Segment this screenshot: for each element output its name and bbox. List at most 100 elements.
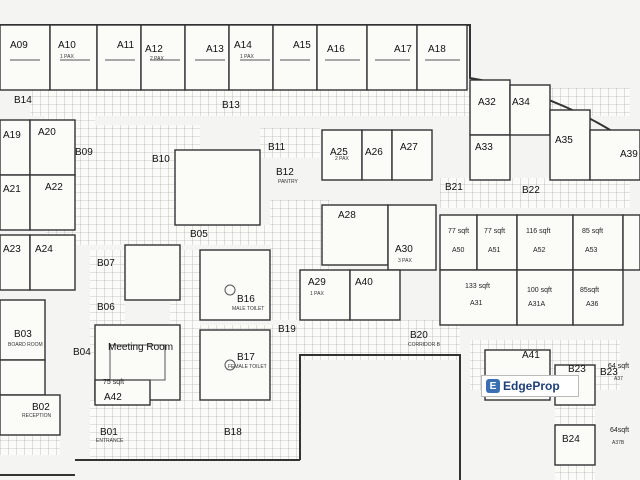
right-office-labels: A32 A33 A34 A35 A39 (475, 97, 638, 160)
a37-label: A37 (614, 376, 623, 382)
boardroom-label: BOARD ROOM (8, 342, 43, 348)
furniture-lines (10, 59, 460, 381)
room-label: A40 (355, 277, 373, 288)
unit-area: 85sqft (580, 287, 599, 294)
room-label: A29 (308, 277, 326, 288)
room-label: A23 (3, 244, 21, 255)
unit-area: 77 sqft (484, 228, 505, 235)
pax-notes: 1 PAX 2 PAX 1 PAX 2 PAX 3 PAX 1 PAX (60, 54, 412, 297)
middle-offices (299, 129, 437, 321)
top-offices (0, 24, 468, 91)
edgeprop-logo: E EdgeProp (481, 375, 579, 397)
a37-area: 64 sqft (608, 363, 629, 370)
a42-area: 75 sqft (103, 379, 124, 386)
a42-label: A42 (104, 392, 122, 403)
pax-note: 3 PAX (398, 258, 412, 264)
pax-note: 1 PAX (60, 54, 74, 60)
room-label: A33 (475, 142, 493, 153)
corridor-label: B23 (568, 364, 586, 375)
top-office-labels: A09 A10 A11 A12 A13 A14 A15 A16 A17 A18 (10, 40, 446, 55)
unit-labels: 77 sqft A50 77 sqft A51 116 sqft A52 85 … (448, 228, 618, 378)
pax-note: 1 PAX (310, 291, 324, 297)
room-label: A13 (206, 44, 224, 55)
unit-name: A53 (585, 247, 598, 254)
room-label: A28 (338, 210, 356, 221)
corridor-label: B19 (278, 324, 296, 335)
middle-office-labels: A25 A26 A27 A28 A29 A30 A40 (308, 142, 418, 288)
room-label: A12 (145, 44, 163, 55)
room-label: A17 (394, 44, 412, 55)
corridor-label: B12 (276, 167, 294, 178)
b23-label: B23 (600, 367, 618, 378)
room-label: A11 (117, 40, 134, 51)
corridor-label: B01 (100, 427, 118, 438)
a37b-label: A37B (612, 440, 625, 446)
unit-name: A51 (488, 247, 501, 254)
corridor-b-label: CORRIDOR B (408, 342, 441, 348)
unit-area: 133 sqft (465, 283, 490, 290)
female-toilet-label: FEMALE TOILET (228, 364, 267, 370)
corridor-label: B24 (562, 434, 580, 445)
reception-label: RECEPTION (22, 413, 52, 419)
room-label: A26 (365, 147, 383, 158)
right-offices (469, 79, 640, 181)
corridor-label: B09 (75, 147, 93, 158)
room-label: A27 (400, 142, 418, 153)
corridor-label: B04 (73, 347, 91, 358)
unit-name: A50 (452, 247, 465, 254)
corridor-label: B03 (14, 329, 32, 340)
corridor-label: B20 (410, 330, 428, 341)
corridor-label: B02 (32, 402, 50, 413)
unit-name: A52 (533, 247, 546, 254)
a37b-area: 64sqft (610, 427, 629, 434)
room-label: A25 (330, 147, 348, 158)
b05-label: B05 (190, 229, 208, 240)
room-label: A14 (234, 40, 252, 51)
corridor-label: B06 (97, 302, 115, 313)
corridor-label: B22 (522, 185, 540, 196)
unit-area: 100 sqft (527, 287, 552, 294)
room-label: A19 (3, 130, 21, 141)
left-offices (0, 119, 76, 396)
corridor-label: B17 (237, 352, 255, 363)
pantry-label: PANTRY (278, 179, 298, 185)
corridor-label: B10 (152, 154, 170, 165)
room-label: A16 (327, 44, 345, 55)
room-label: A18 (428, 44, 446, 55)
room-label: A34 (512, 97, 530, 108)
corridor-labels: B02 B03 B04 B06 B07 B09 B10 B11 B12 B13 … (14, 95, 586, 445)
room-label: A15 (293, 40, 311, 51)
room-label: A20 (38, 127, 56, 138)
unit-name: A36 (586, 301, 599, 308)
pax-note: 2 PAX (335, 156, 349, 162)
meeting-room-label: Meeting Room (108, 342, 173, 353)
corridor-label: B21 (445, 182, 463, 193)
corridor-label: B14 (14, 95, 32, 106)
entrance-label: ENTRANCE (96, 438, 124, 444)
room-label: A09 (10, 40, 28, 51)
room-label: A39 (620, 149, 638, 160)
room-label: A21 (3, 184, 21, 195)
room-label: A24 (35, 244, 53, 255)
corridor-label: B13 (222, 100, 240, 111)
a41-label: A41 (522, 350, 540, 361)
male-toilet-label: MALE TOILET (232, 306, 264, 312)
unit-area: 77 sqft (448, 228, 469, 235)
corridor-label: B11 (268, 142, 285, 153)
unit-name: A31 (470, 300, 483, 307)
edgeprop-logo-mark: E (486, 379, 500, 393)
corridor-label: B16 (237, 294, 255, 305)
corridor-label: B07 (97, 258, 115, 269)
room-label: A30 (395, 244, 413, 255)
room-label: A35 (555, 135, 573, 146)
room-label: A22 (45, 182, 63, 193)
unit-blocks (439, 214, 640, 326)
special-rooms: Meeting Room 75 sqft A42 A41 64 sqft A37… (8, 179, 629, 446)
room-label: A32 (478, 97, 496, 108)
pax-note: 2 PAX (150, 56, 164, 62)
pax-note: 1 PAX (240, 54, 254, 60)
unit-name: A31A (528, 301, 545, 308)
room-label: A10 (58, 40, 76, 51)
left-office-labels: A19 A20 A21 A22 A23 A24 (3, 127, 63, 255)
